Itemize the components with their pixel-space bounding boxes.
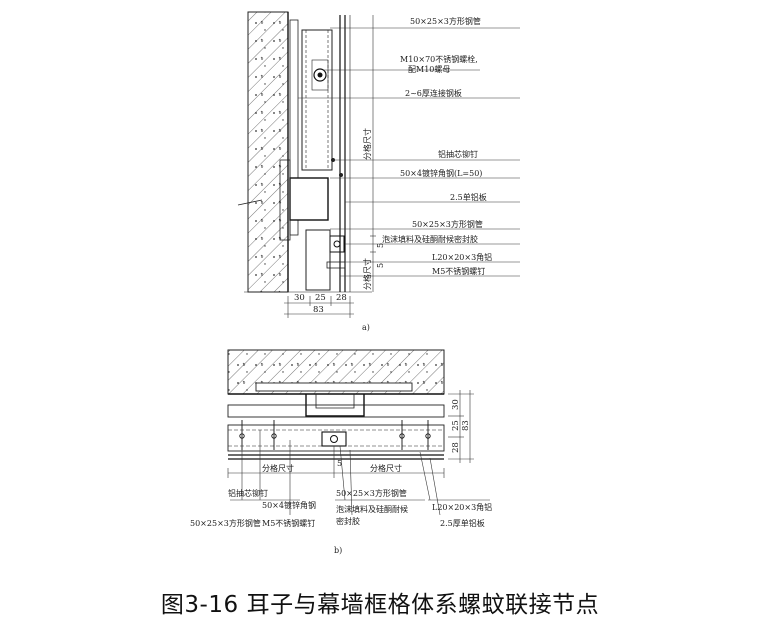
callout-a-5: 50×4镀锌角钢(L=50) <box>400 168 482 178</box>
b-rdim-1: 25 <box>451 420 461 431</box>
callout-a-9: L20×20×3角铝 <box>432 252 492 262</box>
b-spacing-1: 分格尺寸 <box>370 463 402 473</box>
callout-b-8: 2.5厚单铝板 <box>440 518 485 528</box>
technical-drawing: 50×25×3方形钢管 M10×70不锈钢螺栓, 配M10螺母 2~6厚连接钢板… <box>190 11 520 555</box>
connection-plate <box>289 19 299 236</box>
detail-a: 50×25×3方形钢管 M10×70不锈钢螺栓, 配M10螺母 2~6厚连接钢板… <box>237 11 520 332</box>
callout-b-6: 密封胶 <box>336 516 360 526</box>
sealant-icon <box>333 240 341 248</box>
a-vdim-2: 5 <box>376 243 385 248</box>
joint-sealant <box>321 431 347 447</box>
detail-a-label: a) <box>362 323 370 332</box>
callout-a-0: 50×25×3方形钢管 <box>410 16 481 26</box>
a-bdim-0: 30 <box>294 293 305 303</box>
b-spacing-2: 5 <box>337 459 342 468</box>
callout-b-3: M5不锈钢螺钉 <box>262 518 315 528</box>
steel-tube-upper <box>301 29 333 171</box>
callout-a-6: 2.5单铝板 <box>450 192 487 202</box>
callout-b-0: 铝抽芯铆钉 <box>228 488 268 498</box>
callout-a-4: 铝抽芯铆钉 <box>438 149 478 159</box>
callout-a-8: 泡沫填料及硅酮耐候密封胶 <box>382 234 478 244</box>
angle-steel <box>289 177 329 221</box>
b-rdim-3: 83 <box>461 420 471 431</box>
embedded-plate <box>255 382 413 392</box>
steel-tube-lower <box>305 229 331 291</box>
a-vdim-0: 分格尺寸 <box>362 128 372 160</box>
callout-b-2: 50×4镀锌角钢 <box>262 500 316 510</box>
callout-a-2: 配M10螺母 <box>408 64 450 74</box>
callout-a-3: 2~6厚连接钢板 <box>405 88 462 98</box>
callout-b-5: 泡沫填料及硅酮耐候 <box>336 504 408 514</box>
callout-a-1: M10×70不锈钢螺栓, <box>400 54 478 64</box>
a-bdim-2: 28 <box>336 293 347 303</box>
a-bdim-3: 83 <box>313 305 324 315</box>
figure-title: 耳子与幕墙框格体系螺蚊联接节点 <box>246 592 600 618</box>
a-vdim-1: 分格尺寸 <box>362 258 372 290</box>
detail-b-label: b) <box>334 546 342 555</box>
b-rdim-0: 30 <box>451 399 461 410</box>
a-vdim-3: 5 <box>376 263 385 268</box>
figure-number: 图3-16 <box>160 592 239 618</box>
b-rdim-2: 28 <box>451 442 461 453</box>
callout-b-7: L20×20×3角铝 <box>432 502 492 512</box>
callout-a-7: 50×25×3方形钢管 <box>412 219 483 229</box>
steel-tube-b <box>227 424 445 452</box>
b-spacing-0: 分格尺寸 <box>262 463 294 473</box>
callout-b-1: 50×25×3方形钢管 <box>190 518 261 528</box>
sealant-icon-b <box>330 435 338 443</box>
callout-a-10: M5不锈钢螺钉 <box>432 266 485 276</box>
detail-b: 分格尺寸 分格尺寸 5 30 25 28 83 <box>190 349 492 555</box>
rivet-icon <box>331 158 335 162</box>
figure-caption: 图3-16 耳子与幕墙框格体系螺蚊联接节点 <box>0 585 760 619</box>
callout-b-4: 50×25×3方形钢管 <box>336 488 407 498</box>
a-bdim-1: 25 <box>315 293 326 303</box>
bolt-icon <box>313 68 327 82</box>
